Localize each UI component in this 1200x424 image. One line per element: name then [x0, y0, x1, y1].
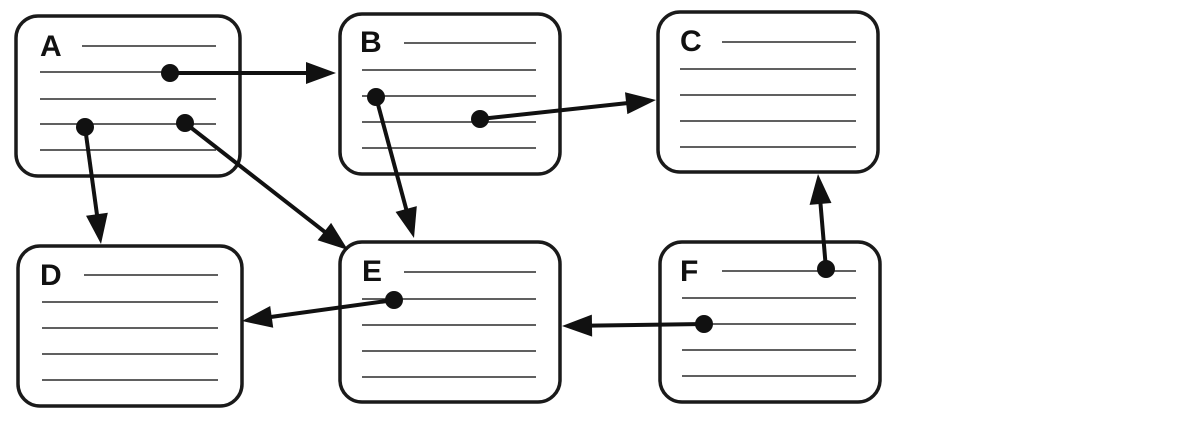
link-a-to-b[interactable] — [161, 62, 336, 84]
arrowhead-icon — [562, 314, 593, 337]
arrowhead-icon — [624, 92, 656, 115]
link-line — [269, 298, 395, 320]
cards-layer: A B C D — [14, 10, 882, 408]
link-origin-dot[interactable] — [385, 291, 403, 309]
card-label-a: A — [40, 30, 62, 63]
link-line — [183, 121, 328, 235]
card-label-b: B — [360, 26, 382, 59]
link-line — [83, 126, 100, 217]
link-e-to-d[interactable] — [242, 291, 403, 328]
link-line — [589, 322, 705, 328]
link-f-to-e[interactable] — [562, 314, 713, 337]
link-b-to-e[interactable] — [367, 88, 417, 238]
arrowhead-icon — [809, 174, 832, 205]
card-label-c: C — [680, 25, 702, 58]
link-origin-dot[interactable] — [367, 88, 385, 106]
link-f-to-c[interactable] — [809, 174, 835, 278]
card-b[interactable]: B — [338, 12, 562, 176]
link-origin-dot[interactable] — [176, 114, 194, 132]
card-label-e: E — [362, 255, 382, 288]
card-e[interactable]: E — [338, 240, 562, 404]
arrowhead-icon — [86, 212, 108, 244]
card-d[interactable]: D — [16, 244, 244, 408]
arrowhead-icon — [242, 305, 274, 328]
card-label-d: D — [40, 259, 62, 292]
link-line — [479, 101, 629, 121]
link-b-to-c[interactable] — [471, 92, 656, 128]
card-f[interactable]: F — [658, 240, 882, 404]
link-a-to-d[interactable] — [76, 118, 108, 244]
link-origin-dot[interactable] — [471, 110, 489, 128]
link-line — [818, 201, 828, 270]
link-line — [374, 96, 409, 212]
card-c[interactable]: C — [656, 10, 880, 174]
card-label-f: F — [680, 255, 698, 288]
link-origin-dot[interactable] — [817, 260, 835, 278]
link-origin-dot[interactable] — [695, 315, 713, 333]
arrowhead-icon — [317, 222, 348, 250]
arrowhead-icon — [395, 206, 417, 238]
link-a-to-e[interactable] — [176, 114, 348, 250]
links-layer — [76, 62, 835, 337]
card-a[interactable]: A — [14, 14, 242, 178]
link-origin-dot[interactable] — [76, 118, 94, 136]
link-origin-dot[interactable] — [161, 64, 179, 82]
arrowhead-icon — [306, 62, 336, 84]
